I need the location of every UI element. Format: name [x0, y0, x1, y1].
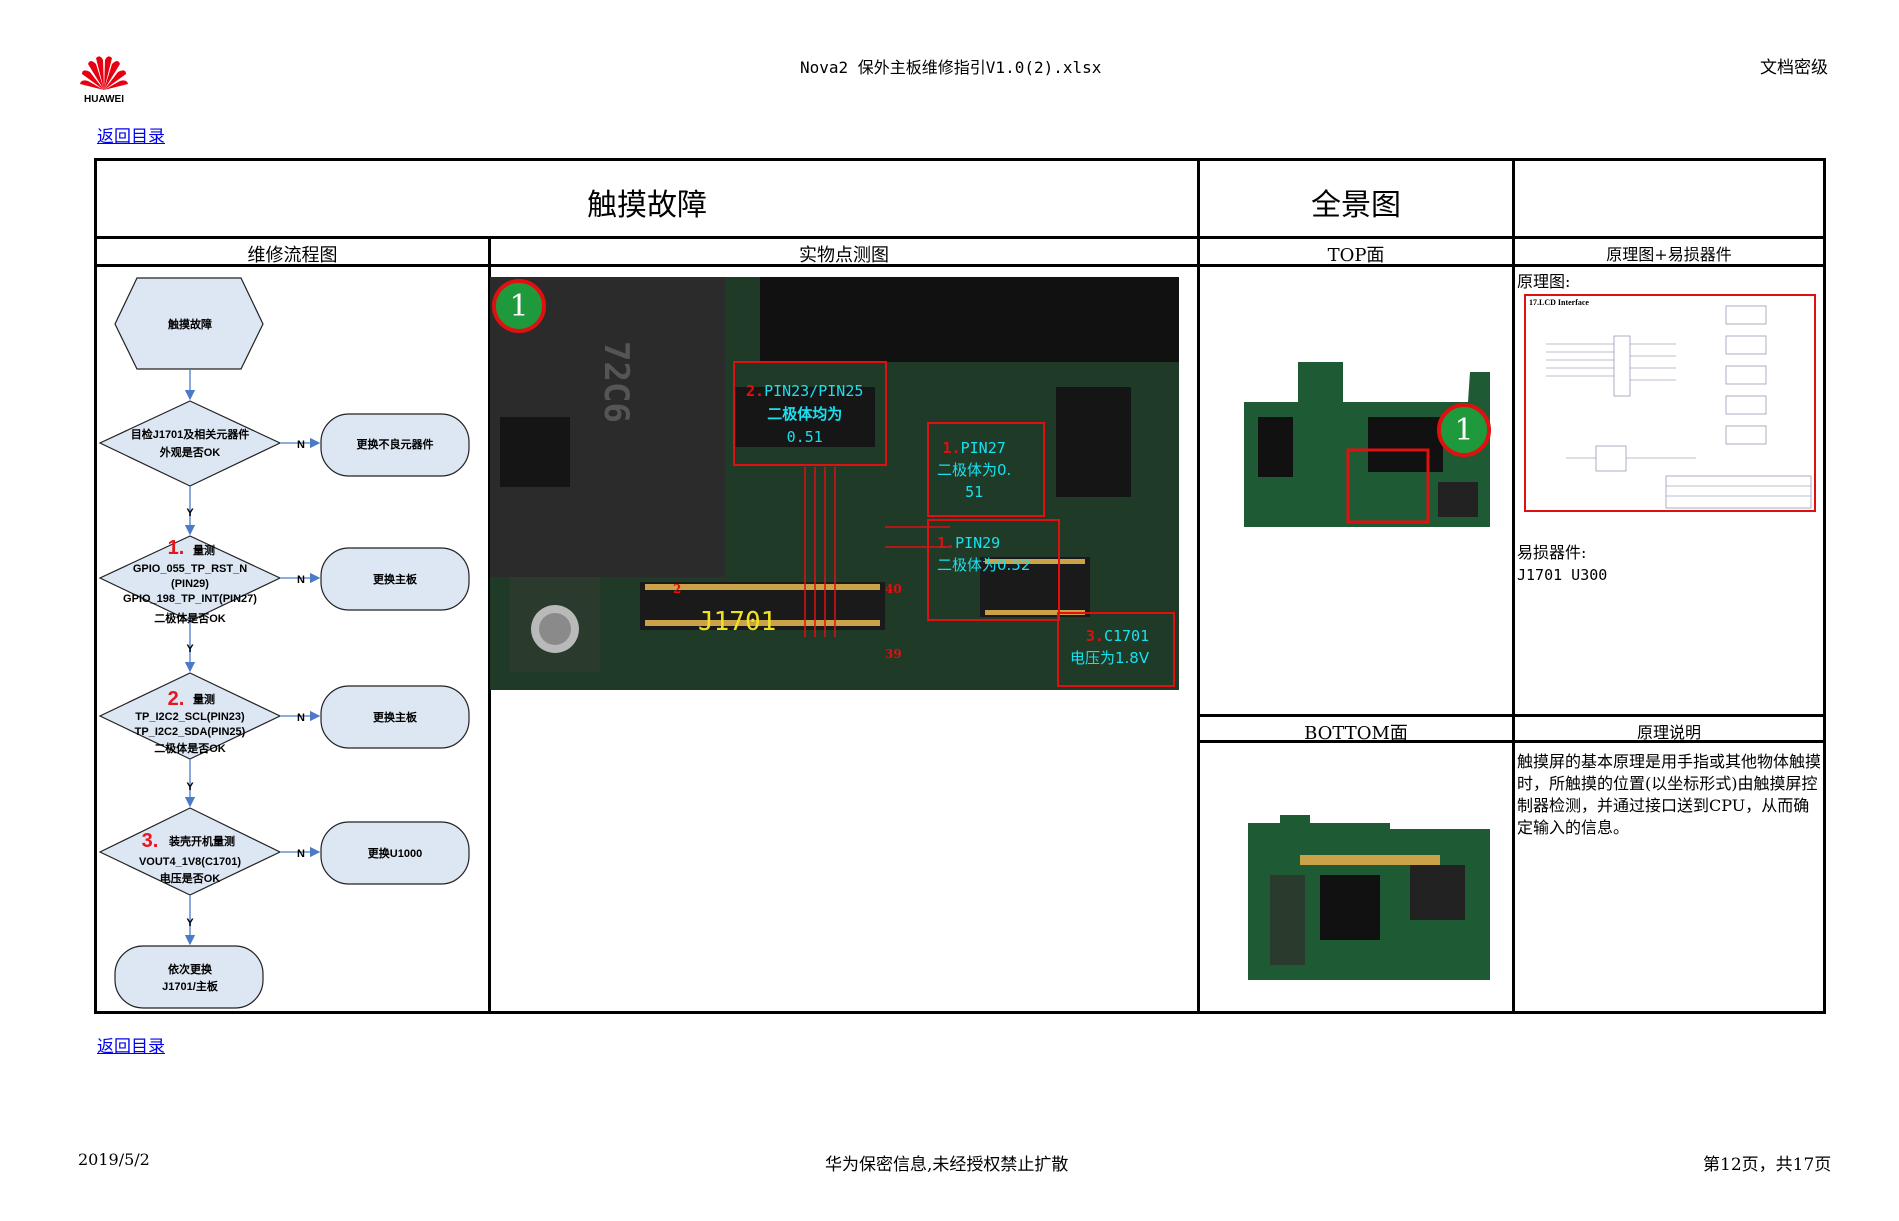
col-top-header: TOP面: [1327, 245, 1385, 266]
measure-box-3-text: 3.C1701 电压为1.8V: [1070, 627, 1150, 667]
flow-step3-line1: 装壳开机量测: [168, 834, 235, 848]
divider: [1512, 158, 1515, 1013]
vulnerable-parts: J1701 U300: [1517, 566, 1608, 584]
flow-action4-label: 更换U1000: [368, 846, 422, 860]
action-box-4: [320, 821, 470, 885]
connector-label: J1701: [698, 607, 777, 637]
measure-box-3: [1057, 612, 1175, 687]
measure-box-1b-text: 1.PIN29 二极体为0.52: [937, 534, 1031, 574]
flow-step2-number: 2.: [168, 688, 185, 710]
flow-start-label: 触摸故障: [167, 317, 212, 331]
pin-label-39: 39: [885, 647, 902, 661]
flow-no-1: N: [297, 439, 305, 451]
decision-visual-check: [98, 400, 282, 487]
vulnerable-label: 易损器件:: [1517, 543, 1587, 562]
col-principle-header: 原理说明: [1636, 723, 1701, 742]
principle-description: 触摸屏的基本原理是用手指或其他物体触摸时，所触摸的位置(以坐标形式)由触摸屏控制…: [1517, 752, 1822, 837]
action-box-2: [320, 547, 470, 611]
brand-text: HUAWEI: [84, 94, 124, 105]
schematic-title: 17.LCD Interface: [1529, 298, 1589, 307]
col-photo-header: 实物点测图: [799, 245, 889, 266]
flow-step3-line3: 电压是否OK: [160, 871, 221, 885]
flow-yes-3: Y: [186, 781, 194, 793]
measure-box-1a-text: 1.PIN27 二极体为0. 51: [937, 439, 1012, 501]
flow-step2-line3: TP_I2C2_SDA(PIN25): [135, 726, 246, 738]
col-schematic-header: 原理图+易损器件: [1606, 245, 1732, 264]
schematic-diagram: [1546, 305, 1812, 509]
divider: [488, 239, 491, 1013]
flow-step1-line3: (PIN29): [171, 578, 209, 590]
top-board-image: [1244, 362, 1490, 527]
measure-box-2-text: 2.PIN23/PIN25 二极体均为 0.51: [746, 382, 864, 446]
flow-step3-line2: VOUT4_1V8(C1701): [139, 856, 241, 868]
huawei-logo: HUAWEI: [76, 52, 132, 105]
flow-step2-line2: TP_I2C2_SCL(PIN23): [135, 711, 245, 723]
chip-marking: 72C6: [595, 341, 636, 423]
photo-marker-circle: 1: [492, 279, 546, 333]
board-photo-illustration: [490, 277, 1179, 690]
flow-no-3: N: [297, 712, 305, 724]
flow-step2-line4: 二极体是否OK: [154, 741, 226, 755]
divider: [94, 236, 1826, 239]
footer-date: 2019/5/2: [78, 1150, 150, 1169]
flow-yes-1: Y: [186, 507, 194, 519]
measure-box-2: [733, 361, 887, 466]
pin-label-40: 40: [885, 582, 902, 596]
divider: [1197, 714, 1826, 717]
flow-yes-4: Y: [186, 917, 194, 929]
start-hexagon: [114, 277, 264, 370]
flow-step1-line2: GPIO_055_TP_RST_N: [133, 563, 247, 575]
repair-flowchart: 触摸故障 目检J1701及相关元器件 外观是否OK 更换不良元器件 1. 量测 …: [98, 277, 470, 1009]
top-marker-circle: 1: [1437, 403, 1491, 457]
flow-check1-line1: 目检J1701及相关元器件: [131, 427, 250, 441]
main-table: [94, 158, 1826, 1014]
divider: [1197, 740, 1826, 743]
flow-end-line2: J1701/主板: [162, 979, 219, 993]
flow-action3-label: 更换主板: [373, 710, 418, 724]
measure-box-1a: [927, 422, 1045, 517]
flow-check1-line2: 外观是否OK: [159, 445, 221, 459]
flow-no-4: N: [297, 848, 305, 860]
document-filename: Nova2 保外主板维修指引V1.0(2).xlsx: [800, 58, 1102, 77]
panorama-title: 全景图: [1311, 188, 1401, 223]
action-box-3: [320, 685, 470, 749]
flow-step1-line1: 量测: [193, 543, 215, 557]
classification-label: 文档密级: [1760, 58, 1828, 78]
col-flow-header: 维修流程图: [247, 245, 338, 266]
action-box-1: [320, 413, 470, 477]
flow-action1-label: 更换不良元器件: [357, 437, 434, 451]
back-to-toc-link-bottom[interactable]: 返回目录: [97, 1037, 165, 1057]
flow-no-2: N: [297, 574, 305, 586]
col-bottom-header: BOTTOM面: [1304, 723, 1408, 744]
measurement-photo: 1 72C6 J1701 2 40 39 2.PIN23/PIN25 二极体均为…: [490, 277, 1179, 690]
back-to-toc-link-top[interactable]: 返回目录: [97, 127, 165, 147]
fault-title: 触摸故障: [587, 188, 707, 223]
bottom-board-image: [1248, 815, 1490, 980]
flow-step1-line5: 二极体是否OK: [154, 611, 226, 625]
schematic-thumbnail: 17.LCD Interface: [1524, 294, 1816, 512]
measure-box-1b: [927, 519, 1060, 621]
pin-label-2: 2: [673, 582, 682, 596]
flow-step2-line1: 量测: [193, 692, 215, 706]
schematic-label: 原理图:: [1517, 272, 1571, 291]
flow-yes-2: Y: [186, 643, 194, 655]
flow-end-line1: 依次更换: [168, 962, 213, 976]
flow-step1-line4: GPIO_198_TP_INT(PIN27): [123, 593, 257, 605]
divider: [1197, 158, 1200, 1013]
footer-confidential-notice: 华为保密信息,未经授权禁止扩散: [825, 1155, 1069, 1175]
end-box: [114, 945, 264, 1009]
huawei-petal-icon: [80, 56, 128, 90]
divider: [94, 264, 1826, 267]
flow-action2-label: 更换主板: [373, 572, 418, 586]
flow-step3-number: 3.: [142, 830, 159, 852]
flow-step1-number: 1.: [168, 537, 185, 559]
footer-page-number: 第12页，共17页: [1703, 1155, 1832, 1175]
